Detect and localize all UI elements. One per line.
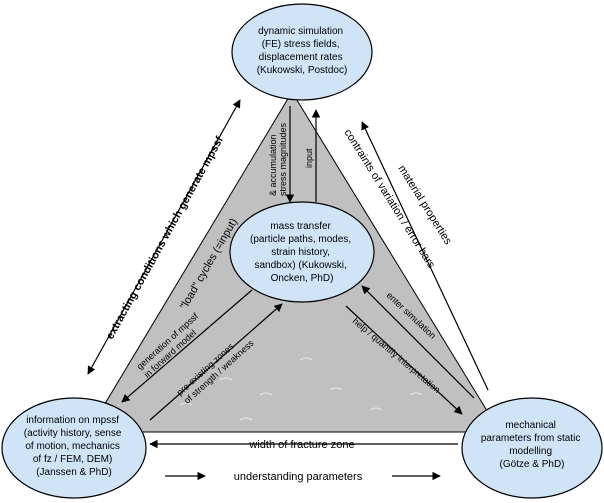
node-information-mpssf: information on mpssf (activity history, … xyxy=(1,397,147,499)
node-bl-line-5: (Janssen & PhD) xyxy=(36,467,112,478)
node-bl-line-3: of motion, mechanics xyxy=(25,441,120,452)
label-understanding: understanding parameters xyxy=(234,471,363,483)
node-center-line-3: strain history, xyxy=(271,247,330,258)
node-top-line-2: (FE) stress fields, xyxy=(262,39,340,50)
node-dynamic-simulation: dynamic simulation (FE) stress fields, d… xyxy=(231,3,373,101)
svg-text:mechanical parameters fr: mechanical parameters from static modell… xyxy=(481,420,583,470)
svg-text:information on mpssf (ac: information on mpssf (activity history, … xyxy=(24,415,124,478)
node-bl-line-1: information on mpssf xyxy=(26,415,119,426)
node-mass-transfer: mass transfer (particle paths, modes, st… xyxy=(229,201,375,303)
node-bl-line-4: of fz / FEM, DEM) xyxy=(33,454,112,465)
label-stress-magnitudes: stress magnitudes & accumulation xyxy=(268,120,288,196)
node-br-line-1: mechanical xyxy=(505,420,556,431)
arrow-enter-simulation xyxy=(361,285,475,399)
triangle-texture xyxy=(179,357,423,421)
node-mechanical-parameters: mechanical parameters from static modell… xyxy=(461,397,603,499)
svg-text:dynamic simulation (FE): dynamic simulation (FE) stress fields, d… xyxy=(257,26,348,76)
node-center-line-1: mass transfer xyxy=(270,221,331,232)
label-input: input xyxy=(304,148,314,168)
arrow-material xyxy=(361,121,489,391)
arrow-extracting xyxy=(87,99,241,375)
node-br-line-4: (Götze & PhD) xyxy=(499,459,564,470)
node-center-line-4: sandbox) (Kukowski, xyxy=(254,260,346,271)
node-bl-line-2: (activity history, sense xyxy=(24,428,122,439)
label-width-fracture: width of fracture zone xyxy=(248,439,354,451)
node-center-line-2: (particle paths, modes, xyxy=(250,234,351,245)
svg-text:mass transfer (particle: mass transfer (particle paths, modes, st… xyxy=(250,221,354,284)
node-center-line-5: Oncken, PhD) xyxy=(271,273,334,284)
node-top-line-1: dynamic simulation xyxy=(258,26,343,37)
label-material: material properties xyxy=(395,163,454,247)
arrow-help-interpretation xyxy=(345,305,463,415)
node-br-line-3: modelling xyxy=(509,446,552,457)
node-top-line-4: (Kukowski, Postdoc) xyxy=(257,65,348,76)
node-top-line-3: displacement rates xyxy=(259,52,343,63)
node-br-line-2: parameters from static xyxy=(481,433,580,444)
